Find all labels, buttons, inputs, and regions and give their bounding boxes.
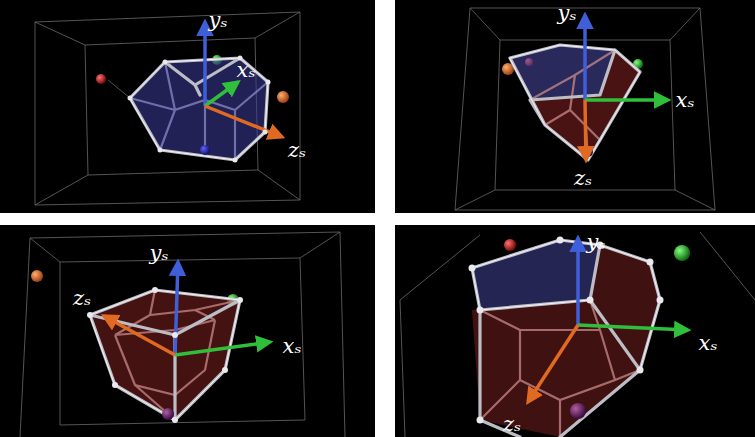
axis-label-y: yₛ <box>208 10 229 31</box>
axis-label-x: xₛ <box>282 336 303 357</box>
axis-label-x: xₛ <box>698 333 719 354</box>
axis-label-x: xₛ <box>236 60 257 81</box>
axis-label-x: xₛ <box>675 90 696 111</box>
axis-label-y: yₛ <box>557 3 578 24</box>
axis-label-z: zₛ <box>502 414 522 435</box>
axis-label-y: yₛ <box>149 243 170 264</box>
axis-label-y: yₛ <box>586 232 607 253</box>
axis-label-z: zₛ <box>72 288 92 309</box>
axis-label-z: zₛ <box>573 168 593 189</box>
axis-label-z: zₛ <box>287 140 307 161</box>
